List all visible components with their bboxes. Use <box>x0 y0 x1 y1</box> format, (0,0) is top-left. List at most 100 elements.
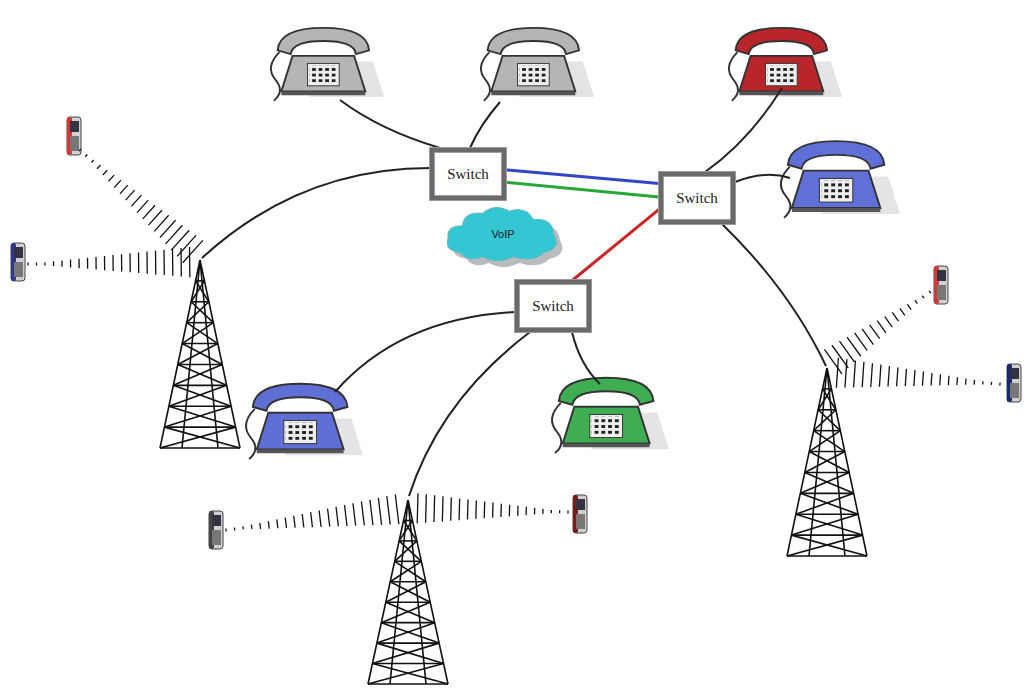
cable <box>340 100 440 148</box>
tower-brace <box>809 431 840 452</box>
signal-tick <box>277 519 278 528</box>
signal-tick <box>183 240 203 262</box>
signal-tick <box>53 261 54 266</box>
desk-phone <box>246 384 363 459</box>
tower-brace <box>381 602 430 622</box>
signal-tick <box>525 507 527 515</box>
signal-tick <box>862 362 864 387</box>
signal-tick <box>36 262 37 265</box>
signal-tick <box>847 337 861 356</box>
tower-bar <box>787 555 867 557</box>
switch-box: Switch <box>659 172 735 224</box>
tower-bar <box>823 388 832 390</box>
tower-brace <box>169 406 236 427</box>
switch-box: Switch <box>430 148 506 200</box>
voip-cloud: VoIP <box>442 203 564 265</box>
desk-phone <box>481 28 594 101</box>
tower-bar <box>818 409 836 411</box>
tower-brace <box>399 520 412 540</box>
signal-tick <box>87 258 88 269</box>
signal-tick <box>138 252 140 273</box>
tower-bar <box>809 451 845 453</box>
tower-bar <box>791 534 862 536</box>
signal-tick <box>387 496 390 524</box>
signal-tick <box>922 372 924 386</box>
tower-brace <box>386 602 435 622</box>
trunk-line <box>506 182 659 197</box>
signal-tick <box>417 493 419 523</box>
tower-brace <box>169 385 227 406</box>
signal-tick <box>492 503 494 518</box>
desk-phone <box>271 28 384 101</box>
signal-tick <box>892 312 898 321</box>
signal-tick <box>982 381 984 384</box>
radio-signal <box>836 358 1000 388</box>
signal-tick <box>104 256 105 270</box>
signal-tick <box>948 376 950 385</box>
switch-label: Switch <box>676 190 718 207</box>
signal-tick <box>112 255 113 271</box>
tower-brace <box>381 623 439 643</box>
signal-tick <box>27 263 28 266</box>
signal-tick <box>251 525 253 529</box>
signal-tick <box>484 502 486 519</box>
tower-bar <box>372 663 443 665</box>
cable <box>409 332 530 496</box>
signal-tick <box>877 321 886 333</box>
tower-brace <box>178 344 218 365</box>
tower-bar <box>386 601 430 603</box>
tower-brace <box>390 582 430 602</box>
signal-tick <box>336 507 338 526</box>
tower-leg <box>200 260 240 448</box>
switch-label: Switch <box>447 166 489 183</box>
tower-brace <box>187 302 209 323</box>
tower-brace <box>814 410 836 431</box>
tower-bar <box>805 472 849 474</box>
mobile-phone <box>934 266 948 304</box>
signal-tick <box>126 190 135 200</box>
tower-brace <box>377 623 435 643</box>
cable <box>470 102 500 148</box>
cable <box>722 224 826 366</box>
signal-tick <box>180 248 182 276</box>
signal-tick <box>154 215 169 231</box>
tower-leg <box>408 500 448 684</box>
tower-bar <box>814 430 841 432</box>
tower-leg <box>160 260 200 448</box>
tower-bar <box>399 540 417 542</box>
tower-brace <box>178 364 227 385</box>
tower-bar <box>800 493 853 495</box>
tower-brace <box>800 493 858 514</box>
signal-tick <box>517 506 519 516</box>
signal-tick <box>120 185 128 194</box>
signal-tick <box>97 165 100 169</box>
signal-tick <box>137 200 148 212</box>
signal-tick <box>845 359 847 387</box>
signal-tick <box>915 300 918 303</box>
signal-tick <box>395 494 399 524</box>
mobile-phone <box>1007 364 1021 402</box>
tower-brace <box>187 323 218 344</box>
mobile-phone <box>11 243 25 281</box>
signal-tick <box>234 527 236 530</box>
tower-bar <box>191 301 209 303</box>
tower-brace <box>818 410 840 431</box>
signal-tick <box>467 499 469 519</box>
signal-tick <box>370 500 373 525</box>
signal-tick <box>433 495 435 522</box>
signal-tick <box>319 510 321 526</box>
signal-tick <box>965 378 967 384</box>
tower-brace <box>395 561 426 581</box>
tower-bar <box>178 364 222 366</box>
tower-brace <box>390 561 421 581</box>
tower-brace <box>164 427 240 448</box>
tower-brace <box>809 452 849 473</box>
desk-phones <box>246 28 900 459</box>
signal-tick <box>95 257 96 270</box>
tower-brace <box>372 664 448 684</box>
signal-tick <box>922 296 924 298</box>
signal-tick <box>268 521 270 528</box>
signal-tick <box>242 526 244 529</box>
